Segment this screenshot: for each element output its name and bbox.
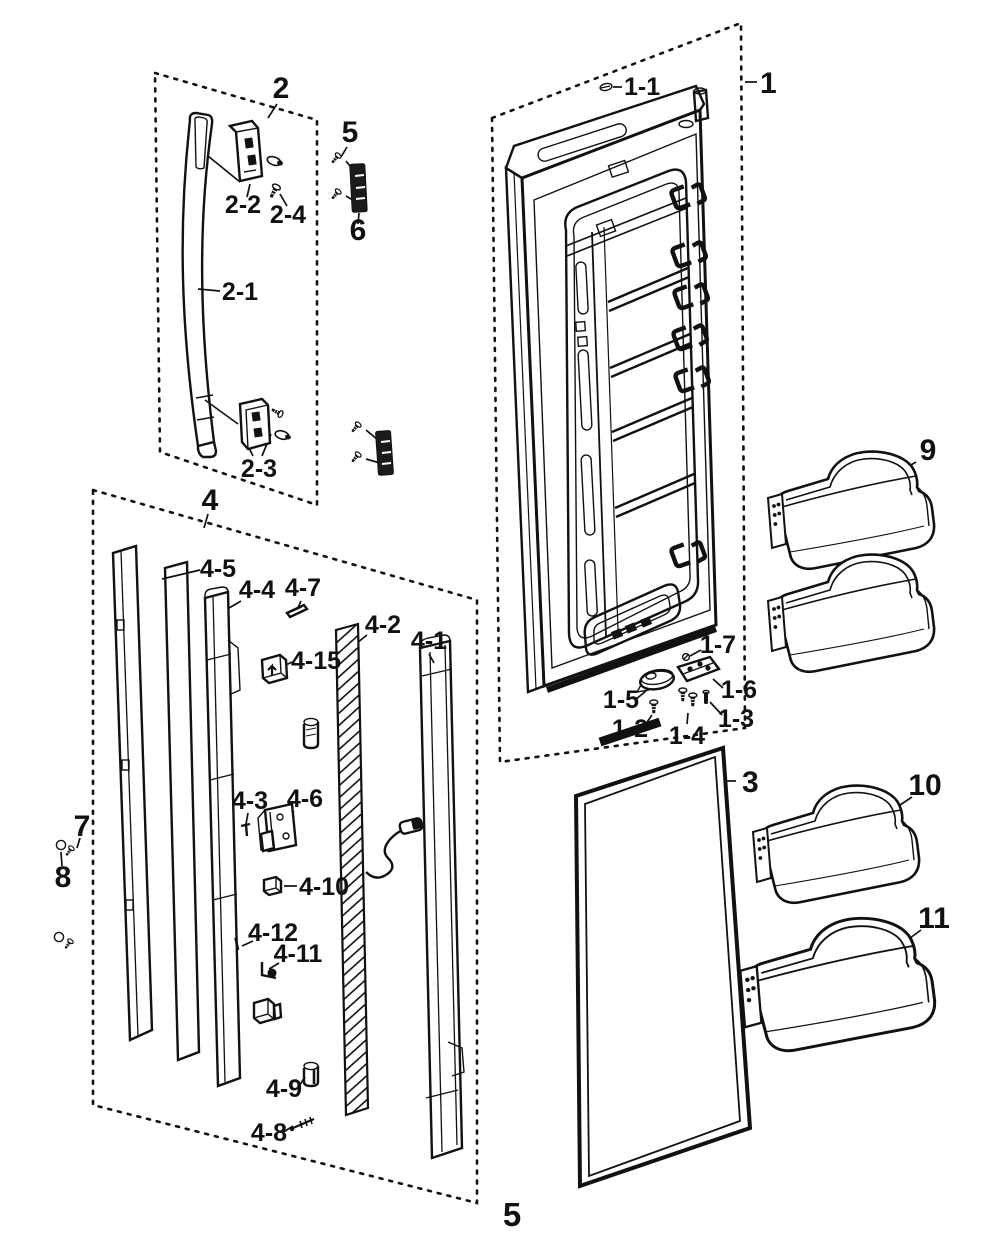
part-6-stopper-bracket: [349, 163, 368, 213]
label-10: 10: [908, 769, 941, 802]
part-wire-harness: [365, 817, 424, 879]
part-4-7-pin: [285, 603, 309, 619]
part-4-11-clip: [260, 962, 277, 980]
label-1-5: 1-5: [603, 686, 639, 714]
label-9: 9: [920, 434, 937, 467]
part-4-2-hatched-strip: [334, 622, 370, 1117]
label-1-4: 1-4: [669, 722, 705, 750]
label-1-1: 1-1: [624, 73, 660, 101]
label-1: 1: [760, 67, 777, 100]
label-7: 7: [74, 810, 91, 843]
part-1-3-pin: [702, 689, 710, 704]
label-4-10: 4-10: [299, 873, 349, 901]
label-1-6: 1-6: [721, 676, 757, 704]
label-4: 4: [202, 484, 219, 517]
label-2-2: 2-2: [225, 191, 261, 219]
label-4-5: 4-5: [200, 555, 236, 583]
part-4-5-strip: [163, 560, 201, 1062]
label-4-2: 4-2: [365, 611, 401, 639]
part-10-bin: [751, 784, 921, 905]
part-4-1-rail: [418, 634, 465, 1160]
part-3-door-gasket: [573, 745, 753, 1189]
part-4-3-screw: [240, 822, 251, 837]
part-2-3-bracket: [238, 397, 291, 451]
part-clip-lower: [252, 997, 283, 1025]
part-1-door-assembly: [504, 84, 718, 747]
part-4-9-cap: [302, 1061, 320, 1088]
part-4-6-latch-bracket: [257, 802, 298, 853]
part-1-6-hinge-plate: [676, 655, 721, 683]
part-5-screws-top: [329, 151, 343, 202]
part-left-trim-panel: [111, 544, 154, 1042]
label-6: 6: [350, 214, 367, 247]
label-4-6: 4-6: [287, 785, 323, 813]
part-1-2-screw: [649, 699, 659, 715]
label-2-4: 2-4: [270, 201, 306, 229]
label-4-11: 4-11: [274, 940, 323, 968]
group-outline-1: [490, 21, 747, 764]
label-2-3: 2-3: [241, 455, 277, 483]
part-1-5-cam: [635, 668, 676, 693]
part-stopper-bracket-lower: [349, 420, 394, 476]
label-4-3: 4-3: [232, 787, 268, 815]
label-8: 8: [55, 861, 72, 894]
part-2-1-handle: [181, 111, 218, 459]
part-1-1-plug: [599, 82, 613, 92]
part-2-2-bracket: [227, 119, 264, 183]
part-2-4-screws: [266, 155, 283, 200]
label-1-7: 1-7: [700, 631, 736, 659]
label-4-7: 4-7: [285, 574, 321, 602]
label-4-4: 4-4: [239, 576, 275, 604]
part-4-12-pin: [234, 937, 240, 951]
part-11-bin: [738, 916, 937, 1053]
part-1-4-screws: [678, 687, 698, 708]
label-2: 2: [273, 72, 290, 105]
part-7-8-fasteners: [53, 839, 76, 951]
part-cylinder-plug: [302, 717, 320, 750]
group-outline-2: [153, 71, 319, 507]
label-4-15: 4-15: [291, 647, 341, 675]
part-9-bin-upper: [766, 450, 936, 674]
label-4-8: 4-8: [251, 1119, 287, 1147]
label-4-12: 4-12: [248, 919, 298, 947]
part-4-15-clip: [260, 653, 289, 685]
label-3: 3: [742, 766, 759, 799]
part-4-8-screw: [289, 1116, 315, 1132]
part-4-10-clip: [262, 875, 283, 897]
label-4-9: 4-9: [266, 1075, 302, 1103]
label-4-1: 4-1: [411, 627, 447, 655]
part-1-7-screw: [681, 652, 691, 662]
label-11: 11: [918, 902, 950, 935]
group-outline-4: [91, 488, 479, 1205]
label-5-top: 5: [342, 116, 359, 149]
label-2-1: 2-1: [222, 278, 258, 306]
part-4-4-rail: [203, 586, 242, 1088]
label-1-2: 1-2: [612, 715, 648, 743]
label-5-bottom: 5: [503, 1196, 521, 1233]
label-1-3: 1-3: [718, 705, 754, 733]
